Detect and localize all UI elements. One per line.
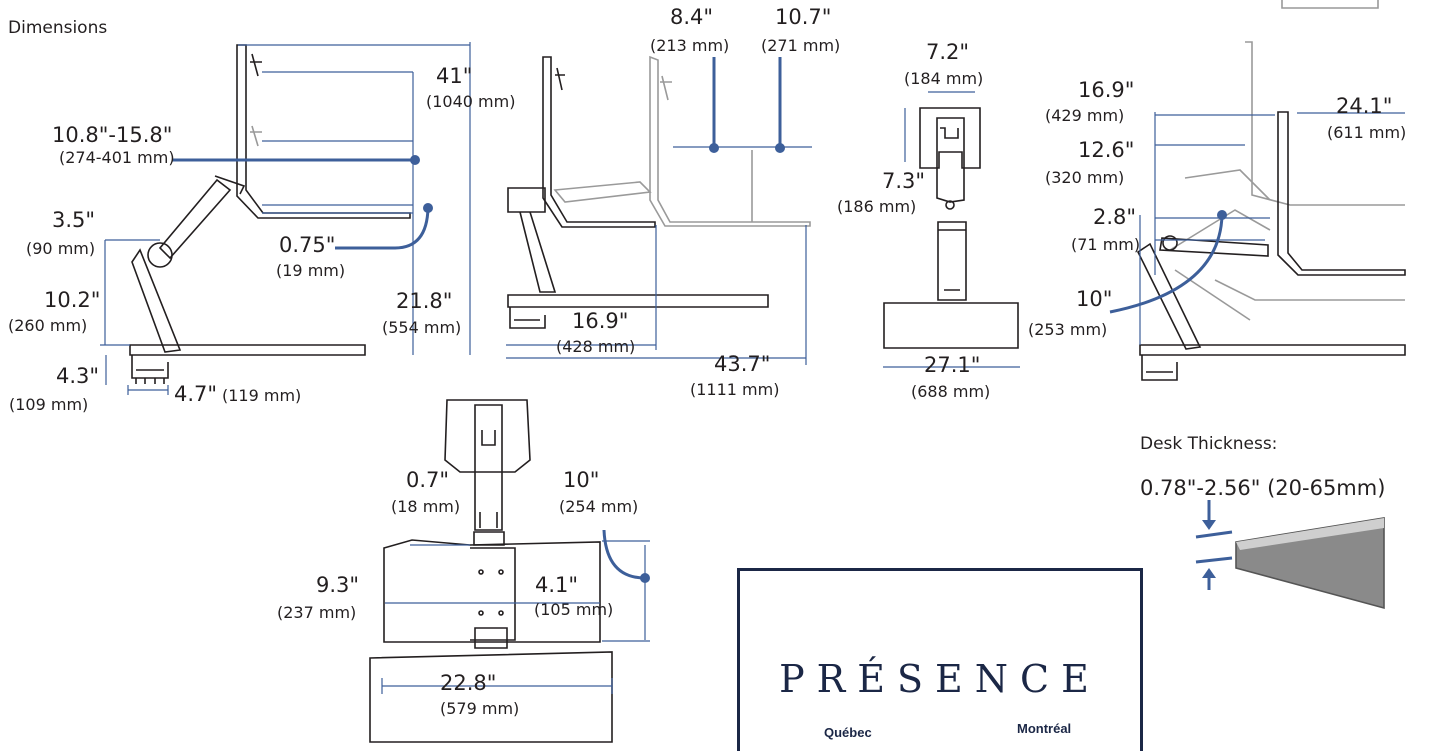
presence-logo: PRÉSENCE Québec Montréal <box>737 568 1143 751</box>
monitor-range-label: 10.8"-15.8" <box>52 123 173 147</box>
desk-edge-drawing <box>1235 517 1385 610</box>
logo-city-right: Montréal <box>1017 721 1072 736</box>
keyboard-width-mm: (579 mm) <box>440 699 520 718</box>
tray-width-mm: (688 mm) <box>911 382 991 401</box>
range-swing-mm: (253 mm) <box>1028 320 1108 339</box>
top-depth-label: 10" <box>563 468 600 492</box>
extension-view-drawing <box>507 55 811 329</box>
range-swing-label: 10" <box>1076 287 1113 311</box>
tray-width-label: 27.1" <box>924 353 981 377</box>
tray-height-label: 21.8" <box>396 289 453 313</box>
reach-max-label: 43.7" <box>714 352 771 376</box>
keyboard-width-label: 22.8" <box>440 671 497 695</box>
reach-max-mm: (1111 mm) <box>690 380 780 399</box>
side-view-drawing <box>129 44 411 384</box>
post-height-label: 10.2" <box>44 288 101 312</box>
clamp-height-mm: (109 mm) <box>9 395 89 414</box>
top-depth-mm: (254 mm) <box>559 497 639 516</box>
range-drop-label: 2.8" <box>1093 205 1137 229</box>
logo-city-left: Québec <box>824 725 872 740</box>
reach-min-mm: (428 mm) <box>556 337 636 356</box>
range-lift-label: 12.6" <box>1078 138 1135 162</box>
range-drop-mm: (71 mm) <box>1071 235 1141 254</box>
keyboard-drop-label: 0.75" <box>279 233 336 257</box>
tilt-b-label: 10.7" <box>775 5 832 29</box>
head-width-label: 7.2" <box>926 40 970 64</box>
left-width-label: 9.3" <box>316 573 360 597</box>
top-view-drawing <box>369 399 613 743</box>
top-offset-mm: (18 mm) <box>391 497 461 516</box>
keyboard-drop-mm: (19 mm) <box>276 261 346 280</box>
reach-min-label: 16.9" <box>572 309 629 333</box>
right-width-mm: (105 mm) <box>534 600 614 619</box>
head-height-label: 7.3" <box>882 169 926 193</box>
tilt-b-mm: (271 mm) <box>761 36 841 55</box>
range-lift-mm: (320 mm) <box>1045 168 1125 187</box>
head-width-mm: (184 mm) <box>904 69 984 88</box>
head-height-mm: (186 mm) <box>837 197 917 216</box>
arm-height-label: 3.5" <box>52 208 96 232</box>
clamp-width-label: 4.7" <box>174 382 218 406</box>
range-depth-mm: (429 mm) <box>1045 106 1125 125</box>
clamp-width-mm: (119 mm) <box>222 386 302 405</box>
post-height-mm: (260 mm) <box>8 316 88 335</box>
tilt-a-mm: (213 mm) <box>650 36 730 55</box>
height-total-label: 41" <box>436 64 473 88</box>
range-reach-label: 24.1" <box>1336 94 1393 118</box>
range-depth-label: 16.9" <box>1078 78 1135 102</box>
right-width-label: 4.1" <box>535 573 579 597</box>
range-view-drawing <box>1136 0 1406 381</box>
height-total-mm: (1040 mm) <box>426 92 516 111</box>
arm-height-mm: (90 mm) <box>26 239 96 258</box>
logo-wordmark: PRÉSENCE <box>779 657 1101 701</box>
left-width-mm: (237 mm) <box>277 603 357 622</box>
monitor-range-mm: (274-401 mm) <box>59 148 175 167</box>
tray-height-mm: (554 mm) <box>382 318 462 337</box>
top-offset-label: 0.7" <box>406 468 450 492</box>
tilt-a-label: 8.4" <box>670 5 714 29</box>
clamp-height-label: 4.3" <box>56 364 100 388</box>
front-view-drawing <box>883 107 1019 349</box>
range-reach-mm: (611 mm) <box>1327 123 1407 142</box>
desk-thickness-label: Desk Thickness: <box>1140 434 1278 454</box>
desk-thickness-range: 0.78"-2.56" (20-65mm) <box>1140 476 1386 500</box>
page-title: Dimensions <box>8 18 108 38</box>
